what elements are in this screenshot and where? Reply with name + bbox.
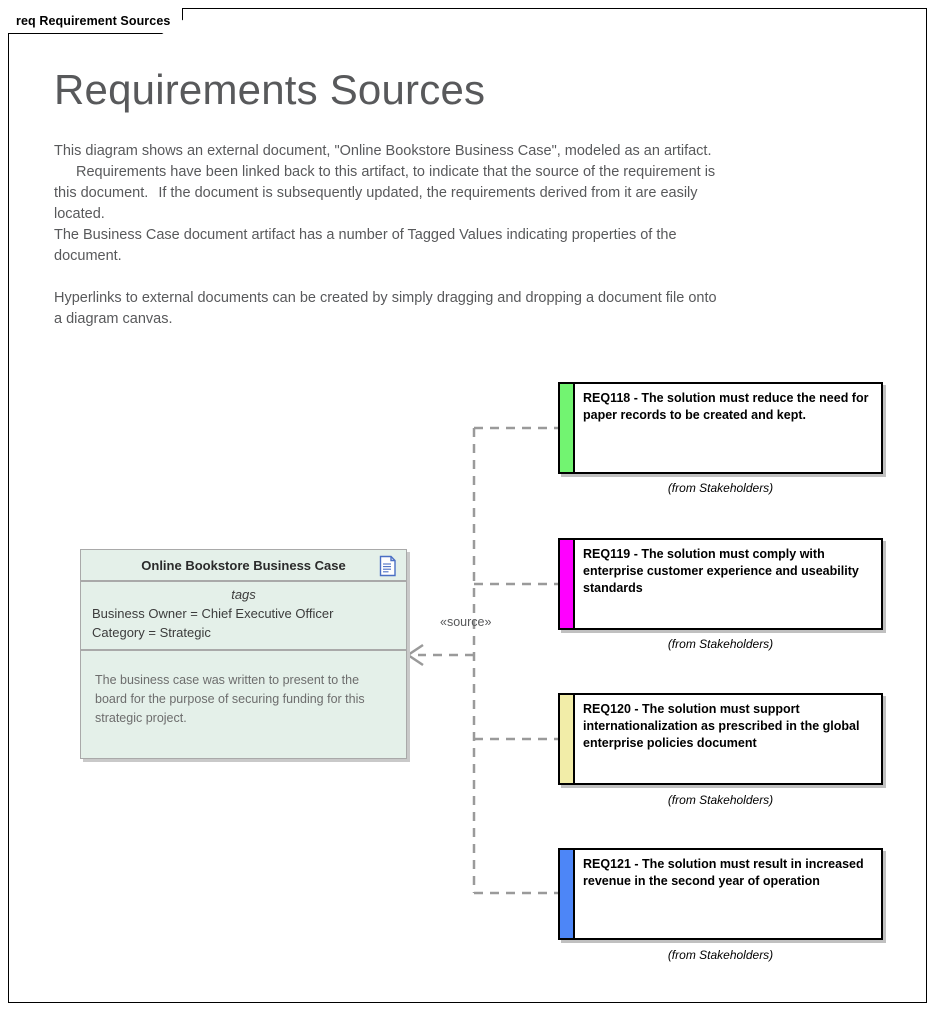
requirement-req120[interactable]: REQ120 - The solution must support inter… <box>558 693 883 785</box>
requirement-text: REQ118 - The solution must reduce the ne… <box>583 391 869 422</box>
tag-row: Business Owner = Chief Executive Officer <box>92 606 334 621</box>
page-title: Requirements Sources <box>54 66 486 113</box>
tags-caption: tags <box>231 587 256 602</box>
description-line-5: The Business Case document artifact has … <box>54 225 854 246</box>
artifact-name: Online Bookstore Business Case <box>141 557 346 573</box>
requirement-color-bar <box>560 695 575 783</box>
diagram-frame-tab-content: req Requirement Sources <box>8 8 183 34</box>
requirement-req121[interactable]: REQ121 - The solution must result in inc… <box>558 848 883 940</box>
description-line-7: Hyperlinks to external documents can be … <box>54 288 854 309</box>
description-text: Hyperlinks to external documents can be … <box>54 290 717 306</box>
description-text: Requirements have been linked back to th… <box>76 164 716 180</box>
artifact-header: Online Bookstore Business Case <box>81 550 406 582</box>
artifact-note-text: The business case was written to present… <box>95 673 365 725</box>
tag-row: Category = Strategic <box>92 625 211 640</box>
requirement-body: REQ120 - The solution must support inter… <box>575 695 881 783</box>
artifact-online-bookstore-business-case[interactable]: Online Bookstore Business Case tags Busi… <box>80 549 407 759</box>
diagram-frame-tab-label: req Requirement Sources <box>16 14 171 28</box>
requirement-body: REQ121 - The solution must result in inc… <box>575 850 881 938</box>
requirement-text: REQ120 - The solution must support inter… <box>583 702 860 750</box>
description-line-1: This diagram shows an external document,… <box>54 141 854 162</box>
description-line-4: located. <box>54 204 854 225</box>
requirement-caption-req118: (from Stakeholders) <box>667 481 774 495</box>
page-description: This diagram shows an external document,… <box>54 141 854 330</box>
requirement-body: REQ118 - The solution must reduce the ne… <box>575 384 881 472</box>
requirement-box: REQ118 - The solution must reduce the ne… <box>558 382 883 474</box>
description-text: this document. <box>54 185 149 201</box>
requirement-text: REQ121 - The solution must result in inc… <box>583 857 864 888</box>
description-text: located. <box>54 206 105 222</box>
description-text: document. <box>54 248 122 264</box>
requirement-box: REQ119 - The solution must comply with e… <box>558 538 883 630</box>
connector-stereotype-label: «source» <box>440 615 492 629</box>
description-line-8: a diagram canvas. <box>54 309 854 330</box>
paragraph-gap <box>54 267 854 288</box>
requirement-req119[interactable]: REQ119 - The solution must comply with e… <box>558 538 883 630</box>
requirement-color-bar <box>560 850 575 938</box>
description-text: This diagram shows an external document,… <box>54 143 712 159</box>
requirement-body: REQ119 - The solution must comply with e… <box>575 540 881 628</box>
requirement-box: REQ120 - The solution must support inter… <box>558 693 883 785</box>
document-icon <box>379 555 396 577</box>
requirement-caption-req120: (from Stakeholders) <box>667 793 774 807</box>
requirement-caption-req121: (from Stakeholders) <box>667 948 774 962</box>
requirement-text: REQ119 - The solution must comply with e… <box>583 547 859 595</box>
requirement-req118[interactable]: REQ118 - The solution must reduce the ne… <box>558 382 883 474</box>
description-text: a diagram canvas. <box>54 311 173 327</box>
requirement-box: REQ121 - The solution must result in inc… <box>558 848 883 940</box>
description-line-3: this document. If the document is subsequ… <box>54 183 854 204</box>
description-line-6: document. <box>54 246 854 267</box>
description-text: If the document is subsequently updated,… <box>158 185 698 201</box>
requirement-color-bar <box>560 540 575 628</box>
artifact-tags-compartment: tags Business Owner = Chief Executive Of… <box>81 582 406 651</box>
artifact-note-compartment: The business case was written to present… <box>81 651 406 758</box>
requirement-color-bar <box>560 384 575 472</box>
requirement-caption-req119: (from Stakeholders) <box>667 637 774 651</box>
description-line-2: Requirements have been linked back to th… <box>54 162 854 183</box>
description-text: The Business Case document artifact has … <box>54 227 677 243</box>
diagram-frame <box>8 8 927 1003</box>
